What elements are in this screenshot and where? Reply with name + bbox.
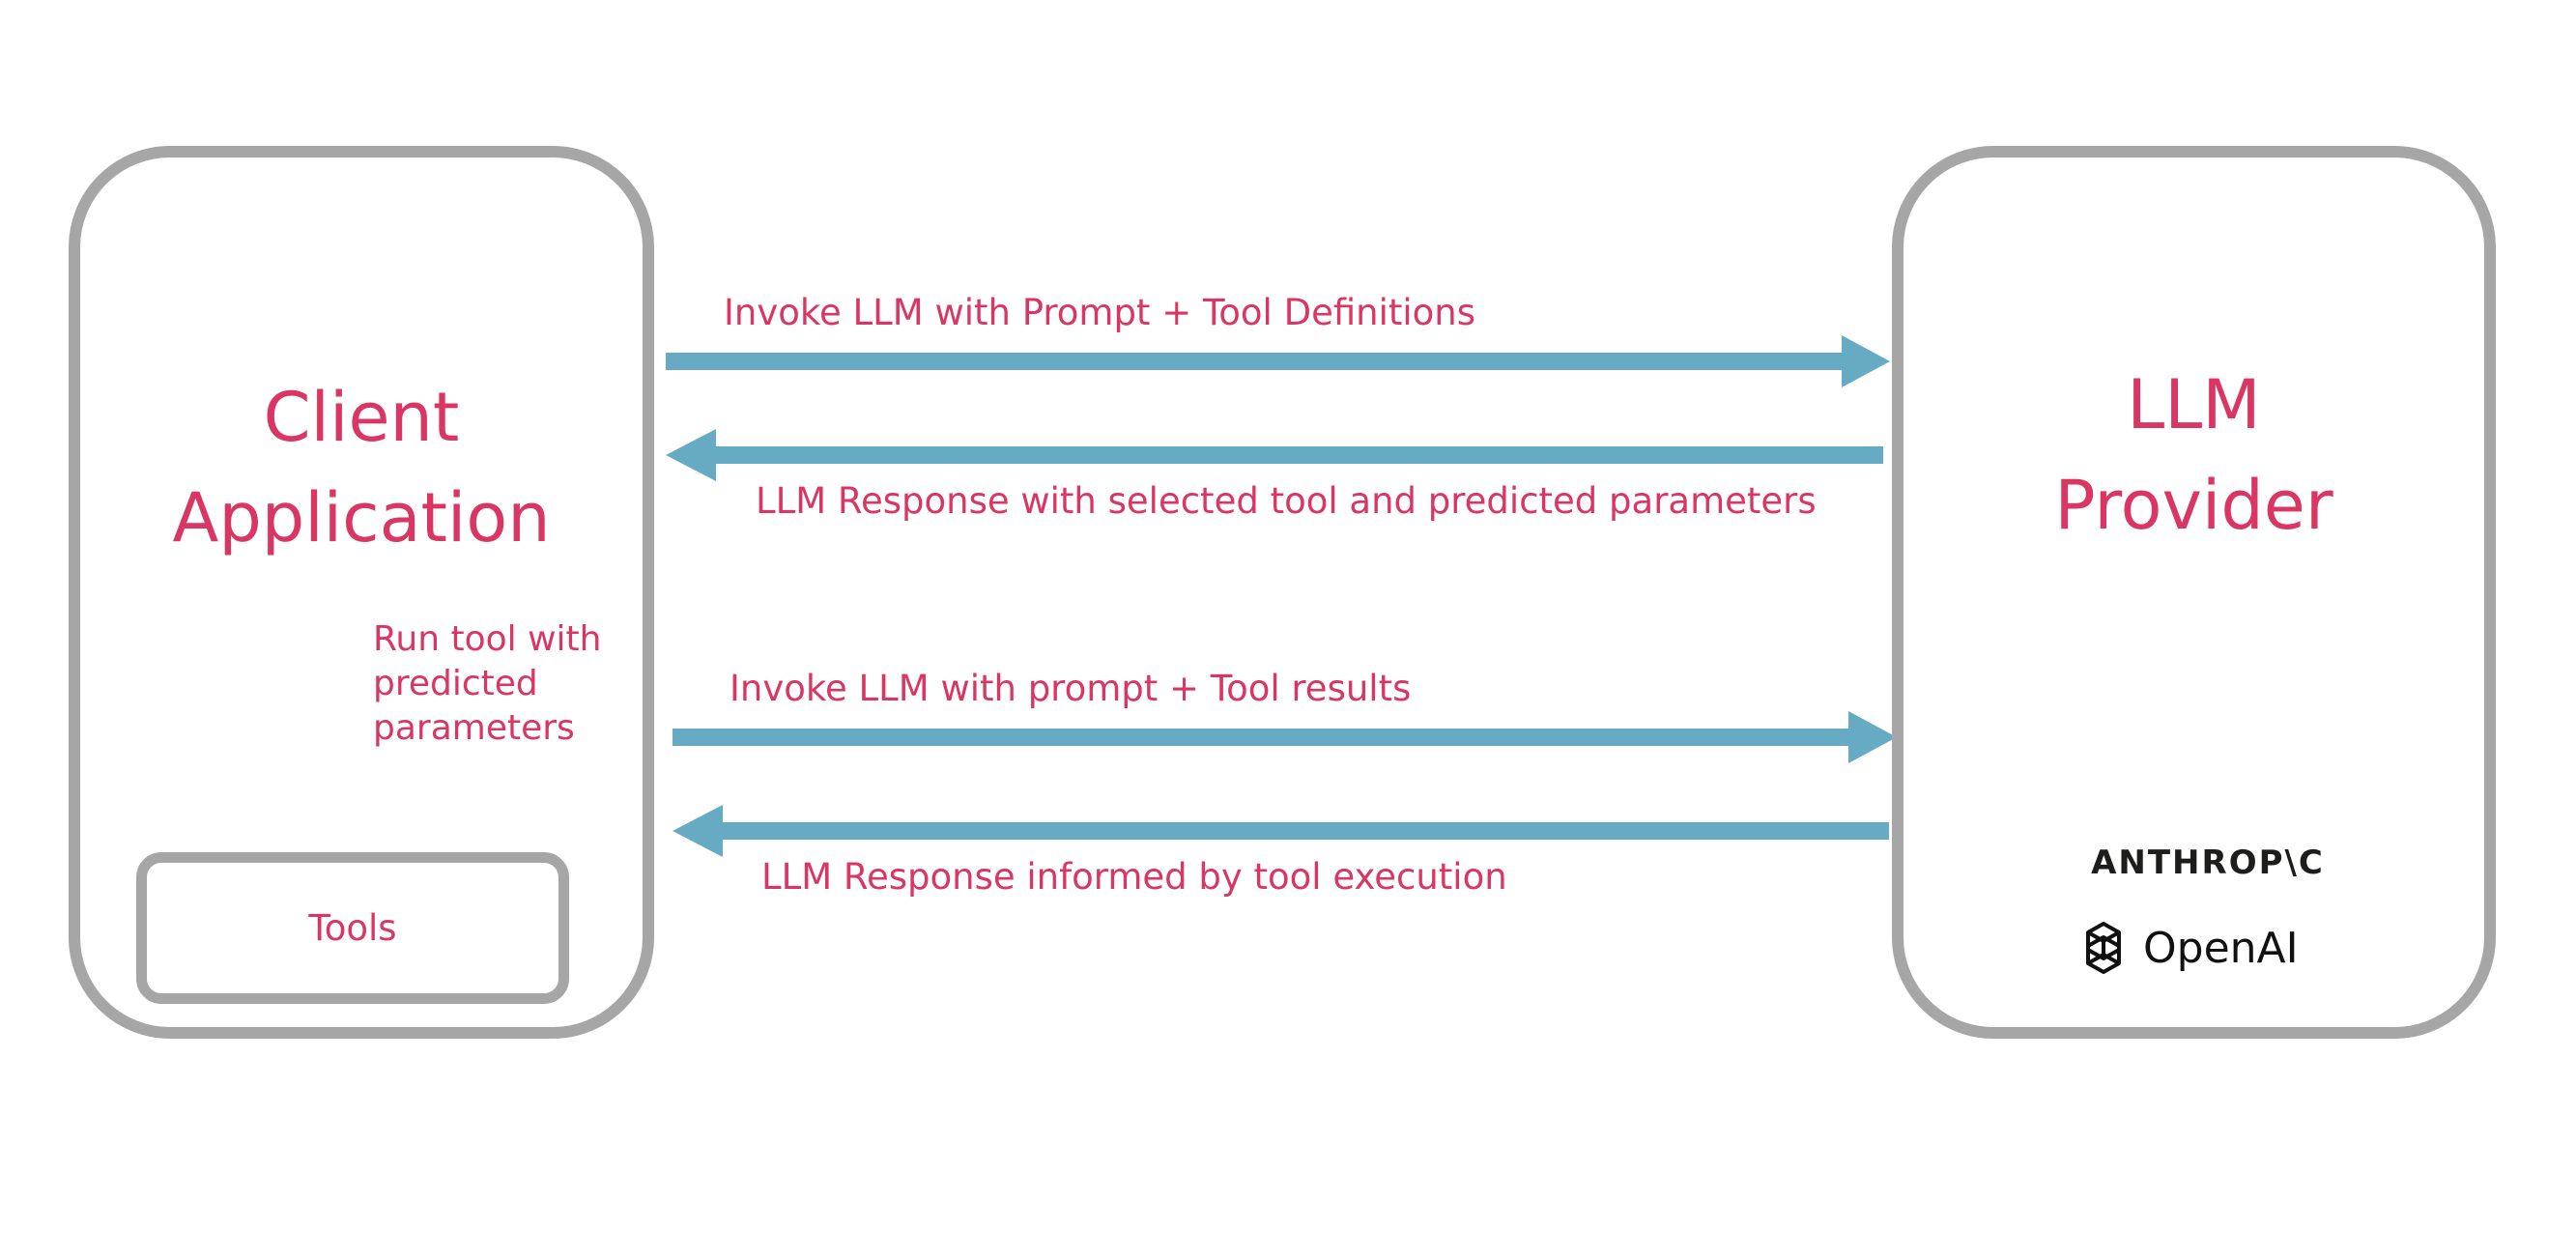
arrow-response-selected [666, 429, 1883, 481]
label-response-informed: LLM Response informed by tool execution [761, 856, 1507, 898]
llm-provider-box [1892, 146, 2496, 1039]
arrow-invoke-definitions [666, 335, 1890, 387]
anthropic-logo: ANTHROP\C [2091, 843, 2325, 882]
openai-icon [2086, 922, 2121, 974]
label-invoke-results: Invoke LLM with prompt + Tool results [730, 668, 1412, 709]
run-tool-label: Run tool with predicted parameters [373, 619, 602, 748]
openai-wordmark: OpenAI [2143, 923, 2299, 973]
label-invoke-definitions: Invoke LLM with Prompt + Tool Definition… [724, 292, 1476, 333]
tools-label: Tools [308, 906, 397, 949]
arrow-response-informed [673, 805, 1889, 857]
arrow-invoke-results [673, 711, 1897, 763]
client-application-title: Client Application [172, 378, 551, 558]
tools-box: Tools [136, 852, 569, 1004]
openai-logo: OpenAI [2074, 916, 2299, 980]
label-response-selected: LLM Response with selected tool and pred… [756, 480, 1817, 522]
llm-provider-title: LLM Provider [2054, 365, 2333, 545]
